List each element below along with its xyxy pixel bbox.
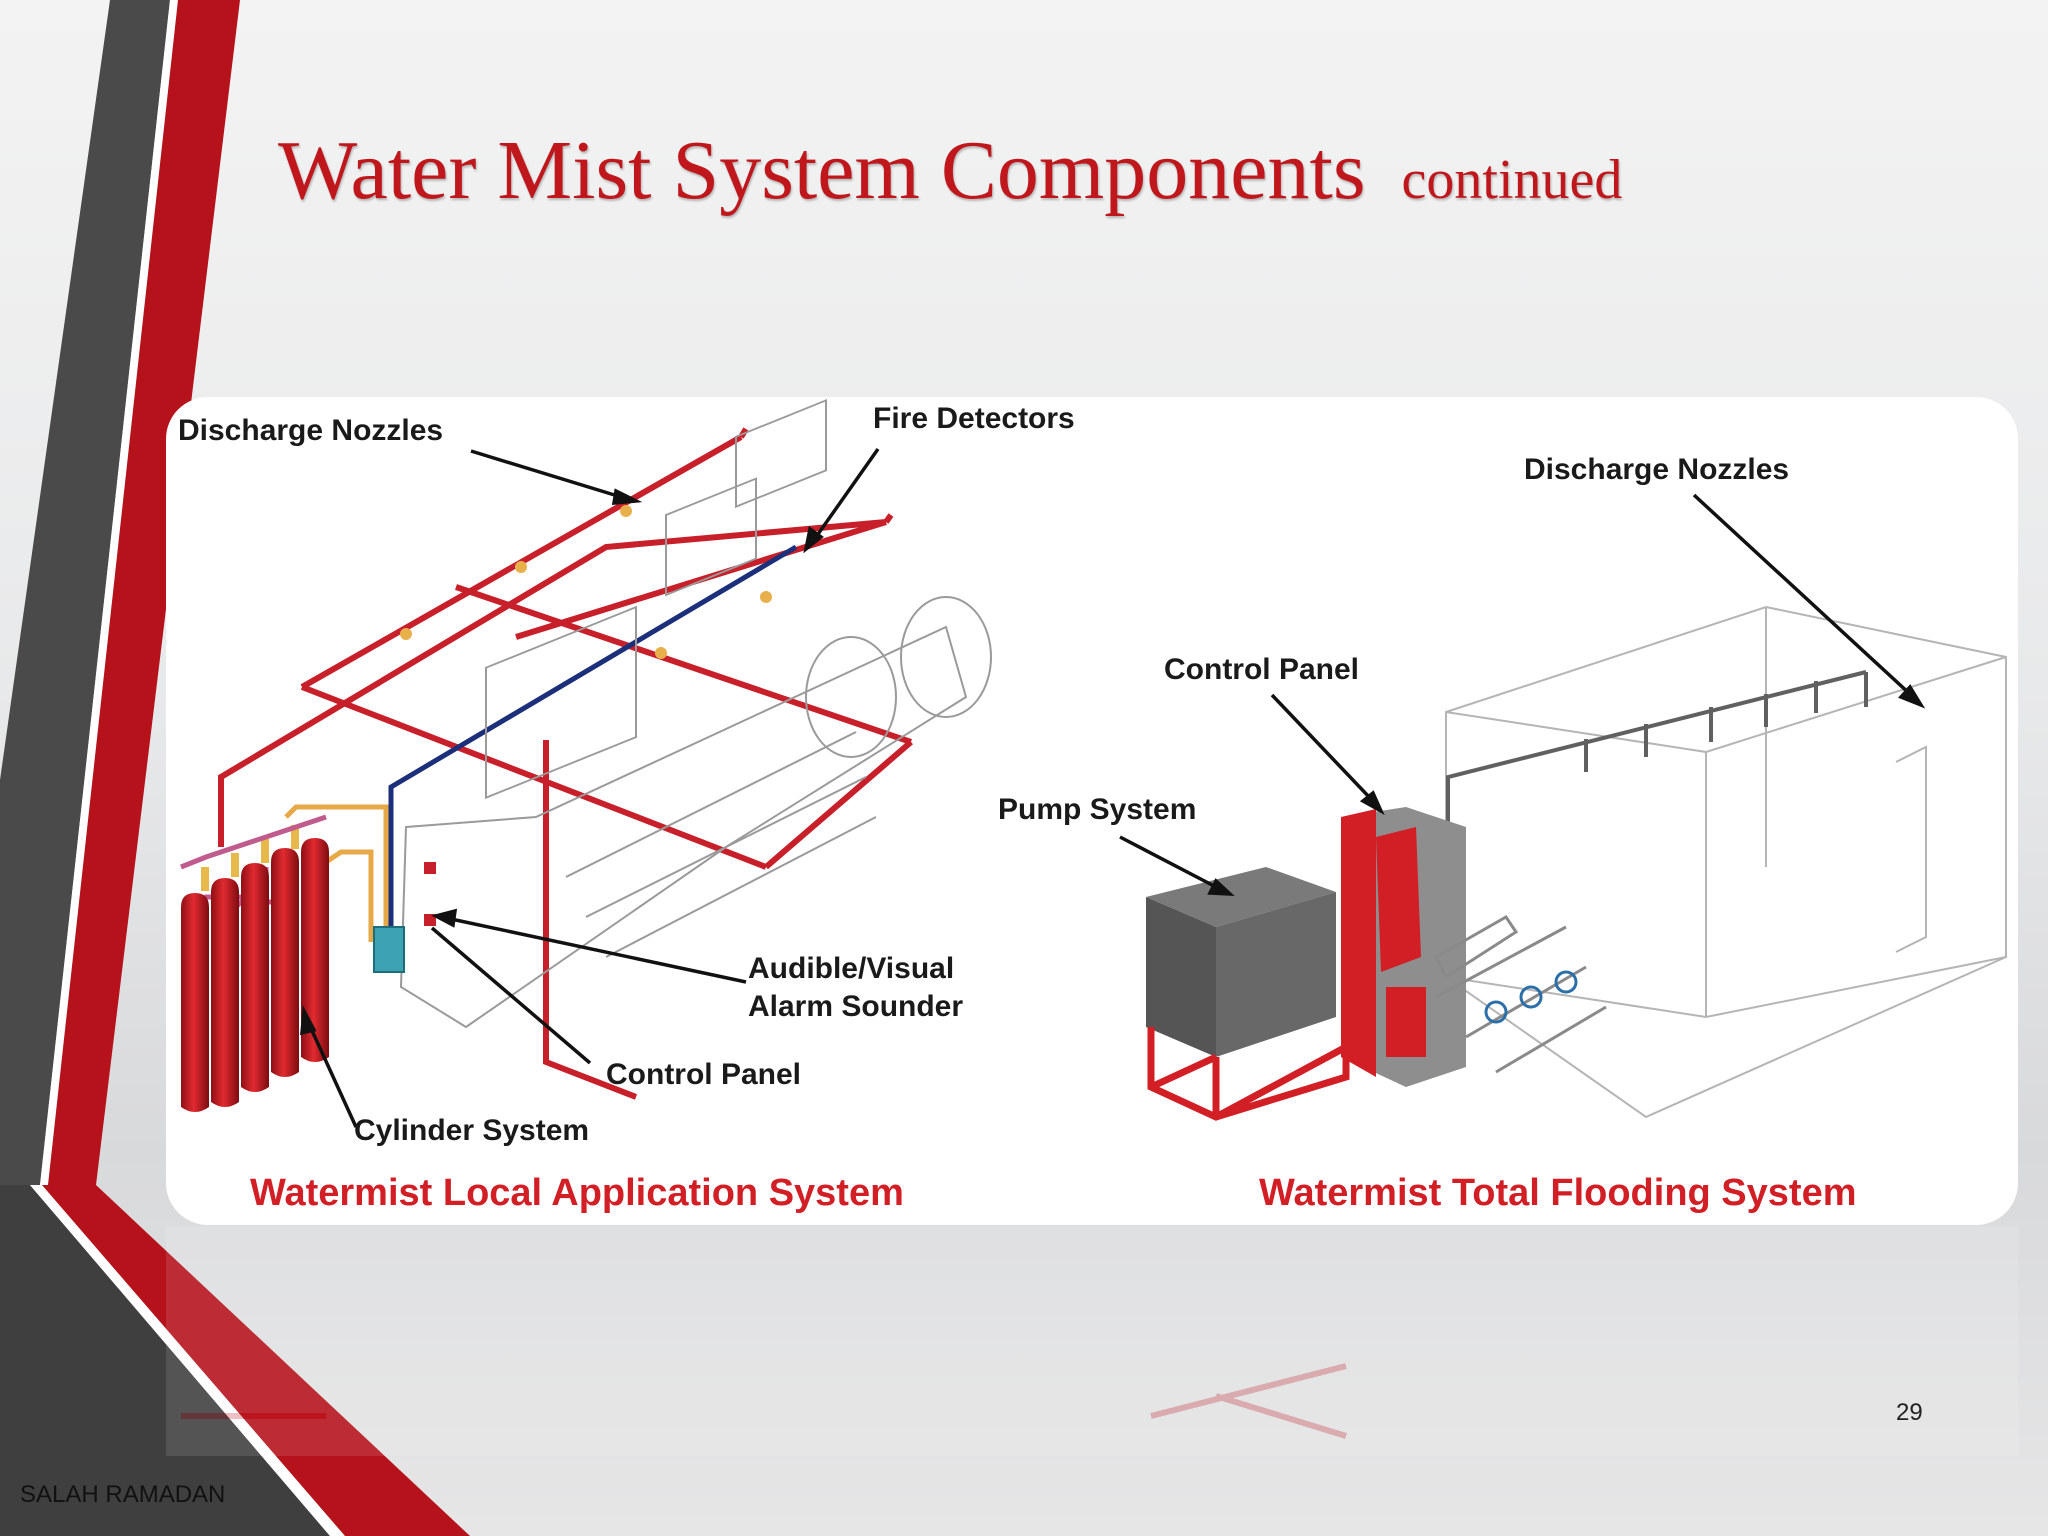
- white-gap-bottom: [30, 1185, 345, 1536]
- flooding-leader-arrows: [1119, 493, 1926, 896]
- nozzle-icon: [515, 561, 527, 573]
- red-stripe-bottom: [42, 1185, 470, 1536]
- nozzle-icon: [760, 591, 772, 603]
- pump-manifold: [1434, 915, 1607, 1074]
- label-pump-system: Pump System: [998, 793, 1196, 826]
- local-leader-arrows: [300, 447, 880, 1128]
- slide-title: Water Mist System Components continued: [278, 122, 1622, 219]
- nozzle-icon: [400, 628, 412, 640]
- system-title-flooding: Watermist Total Flooding System: [1259, 1172, 1857, 1214]
- water-mist-diagram: Discharge Nozzles Fire Detectors Audible…: [166, 397, 2018, 1225]
- local-application-diagram: Discharge Nozzles Fire Detectors Audible…: [178, 398, 1075, 1214]
- dark-stripe-left: [0, 0, 170, 1185]
- cylinder-bank: [180, 814, 329, 1112]
- label-discharge-nozzles-left: Discharge Nozzles: [178, 414, 443, 447]
- nozzle-icon: [620, 505, 632, 517]
- total-flooding-diagram: Discharge Nozzles Control Panel Pump Sys…: [998, 453, 2007, 1214]
- title-suffix: continued: [1401, 149, 1623, 211]
- label-cylinder-system: Cylinder System: [354, 1114, 589, 1147]
- detector-line: [388, 544, 798, 957]
- system-title-local: Watermist Local Application System: [250, 1172, 904, 1214]
- white-gap-stripe: [40, 0, 178, 1185]
- dark-stripe-bottom: [0, 1185, 330, 1536]
- alarm-box-icon: [424, 914, 436, 926]
- label-alarm-line1: Audible/Visual: [748, 952, 954, 985]
- red-stripe-left: [48, 0, 240, 1185]
- diagram-reflection: [166, 1226, 2018, 1456]
- label-alarm-line2: Alarm Sounder: [748, 990, 963, 1023]
- page-number: 29: [1896, 1399, 1923, 1426]
- author-footer: SALAH RAMADAN: [20, 1481, 226, 1508]
- nozzle-icon: [655, 647, 667, 659]
- pump-system-unit: [1146, 867, 1350, 1121]
- control-panel-icon: [373, 926, 405, 973]
- discharge-nozzle-markers: [400, 505, 772, 659]
- generator-set: [399, 398, 992, 1029]
- control-panel-cabinet: [1341, 807, 1466, 1087]
- alarm-box-icon: [424, 862, 436, 874]
- label-fire-detectors: Fire Detectors: [873, 402, 1075, 435]
- label-control-panel-right: Control Panel: [1164, 653, 1359, 686]
- title-text: Water Mist System Components: [278, 124, 1366, 217]
- label-discharge-nozzles-right: Discharge Nozzles: [1524, 453, 1789, 486]
- label-control-panel-left: Control Panel: [606, 1058, 801, 1091]
